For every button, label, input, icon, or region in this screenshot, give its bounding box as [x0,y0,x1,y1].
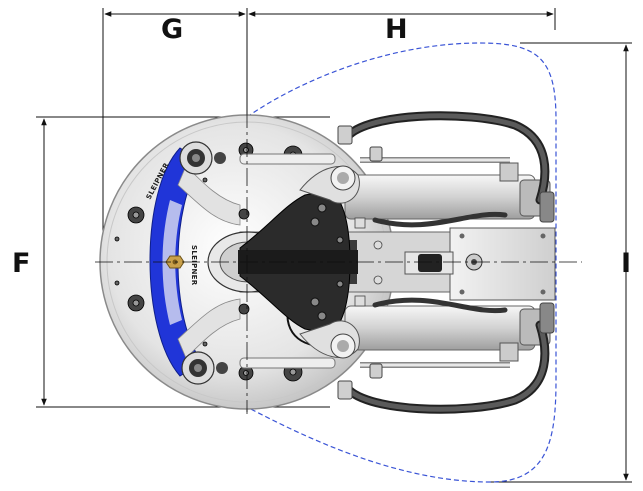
dimension-label-f: F [12,248,31,279]
hose-fittings [337,125,555,400]
valve-block [404,227,556,301]
clevis-arms [299,165,360,359]
tie-rods [239,153,336,369]
dimension-label-i: I [621,248,632,279]
dimension-lines [36,8,632,483]
mount-bolts [310,203,344,321]
centre-lines [95,110,582,414]
hydraulic-cylinder-lower [344,305,551,368]
hydraulic-hoses [286,111,550,414]
hydraulic-cylinder-upper [344,157,551,220]
brand-mark-centre: SLEIPNER [190,245,198,286]
dimension-label-h: H [385,14,408,45]
small-fittings [354,217,383,307]
dimension-label-g: G [161,14,184,45]
pivot-eyes [179,141,228,385]
clearance-envelope [246,42,557,483]
